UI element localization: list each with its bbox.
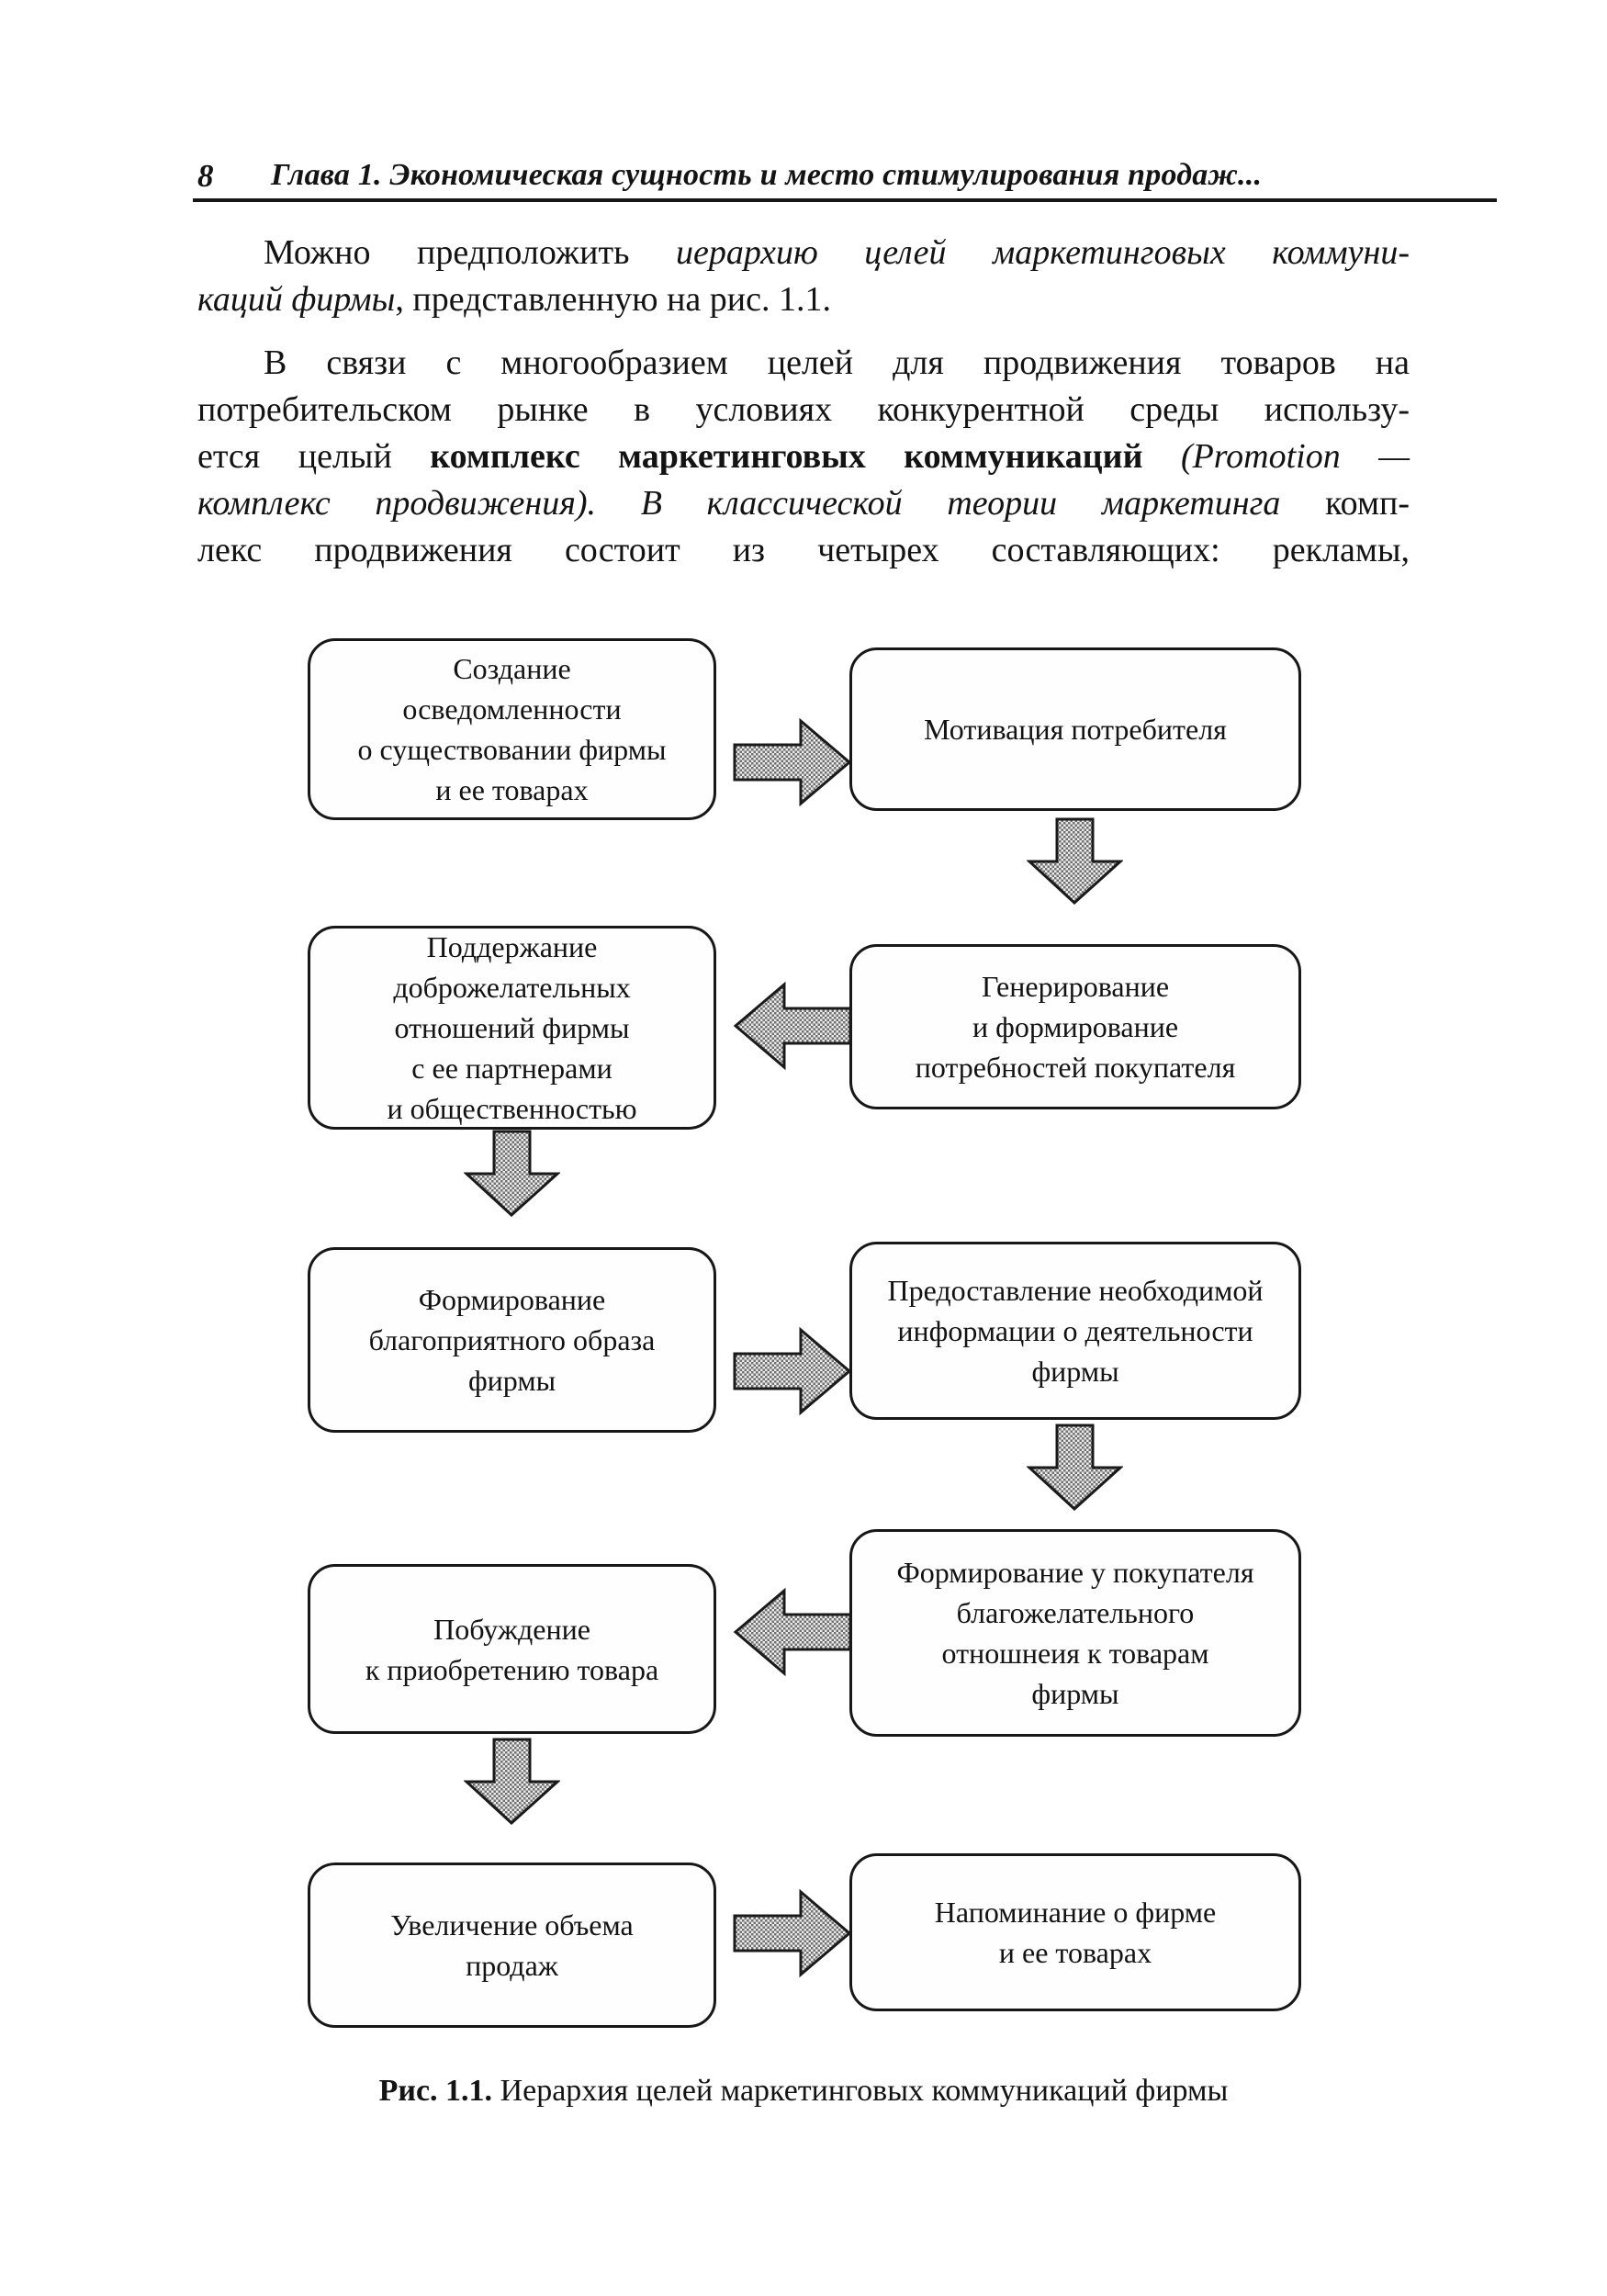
text-segment-italic: комплекс продвижения). В классической те…	[197, 484, 1281, 523]
paragraph: Можно предположить иерархию целей маркет…	[197, 230, 1410, 323]
flowchart-box-goodwill-to-products: Формирование у покупателя благожелательн…	[849, 1529, 1301, 1737]
arrow-left-icon	[733, 1587, 852, 1677]
arrow-right-icon	[733, 1888, 852, 1978]
flowchart-box-maintain-relations: Поддержание доброжелательных отношений ф…	[308, 926, 716, 1130]
flowchart-box-create-awareness: Создание осведомленности о существовании…	[308, 638, 716, 820]
text-segment-normal	[1142, 437, 1180, 476]
arrow-right-icon	[733, 1326, 852, 1416]
body-text-line: потребительском рынке в условиях конкуре…	[197, 387, 1410, 433]
paragraph: В связи с многообразием целей для продви…	[197, 340, 1410, 574]
text-segment-normal: потребительском рынке в условиях конкуре…	[197, 390, 1410, 429]
flowchart-box-consumer-motivation: Мотивация потребителя	[849, 647, 1301, 811]
body-text-line: лекс продвижения состоит из четырех сост…	[197, 527, 1410, 574]
flowchart-box-favorable-image: Формирование благоприятного образа фирмы	[308, 1247, 716, 1433]
figure-caption-label: Рис. 1.1.	[378, 2074, 493, 2108]
text-segment-italic: каций фирмы	[197, 280, 396, 319]
figure-caption: Рис. 1.1. Иерархия целей маркетинговых к…	[197, 2074, 1410, 2109]
flowchart-box-firm-reminder: Напоминание о фирме и ее товарах	[849, 1853, 1301, 2011]
text-segment-italic: иерархию целей маркетинговых коммуни-	[675, 233, 1410, 272]
body-text-line: Можно предположить иерархию целей маркет…	[197, 230, 1410, 276]
text-segment-bold: комплекс маркетинговых коммуникаций	[430, 437, 1143, 476]
flowchart-box-sales-increase: Увеличение объема продаж	[308, 1863, 716, 2028]
arrow-down-icon	[1027, 1424, 1123, 1511]
text-segment-normal: ется целый	[197, 437, 431, 476]
figure-caption-text: Иерархия целей маркетинговых коммуникаци…	[492, 2074, 1229, 2108]
body-text-line: ется целый комплекс маркетинговых коммун…	[197, 433, 1410, 480]
arrow-left-icon	[733, 981, 852, 1071]
text-segment-normal: , представленную на рис. 1.1.	[395, 280, 831, 319]
arrow-down-icon	[464, 1130, 560, 1217]
arrow-down-icon	[464, 1738, 560, 1825]
arrow-right-icon	[733, 717, 852, 807]
body-text: Можно предположить иерархию целей маркет…	[197, 230, 1410, 574]
body-text-line: комплекс продвижения). В классической те…	[197, 480, 1410, 527]
text-segment-normal: В связи с многообразием целей для продви…	[264, 343, 1410, 382]
text-segment-normal: Можно предположить	[264, 233, 676, 272]
flowchart-box-generate-needs: Генерирование и формирование потребносте…	[849, 944, 1301, 1109]
text-segment-italic: (Promotion —	[1180, 437, 1410, 476]
flowchart-box-purchase-incentive: Побуждение к приобретению товара	[308, 1564, 716, 1734]
text-segment-normal: комп-	[1280, 484, 1410, 523]
body-text-line: каций фирмы, представленную на рис. 1.1.	[197, 276, 1410, 323]
flowchart-box-provide-information: Предоставление необходимой информации о …	[849, 1242, 1301, 1420]
header-rule	[193, 198, 1497, 202]
running-title: Глава 1. Экономическая сущность и место …	[271, 158, 1263, 192]
arrow-down-icon	[1027, 817, 1123, 905]
body-text-line: В связи с многообразием целей для продви…	[197, 340, 1410, 387]
page-number: 8	[197, 158, 214, 194]
text-segment-normal: лекс продвижения состоит из четырех сост…	[197, 531, 1410, 569]
